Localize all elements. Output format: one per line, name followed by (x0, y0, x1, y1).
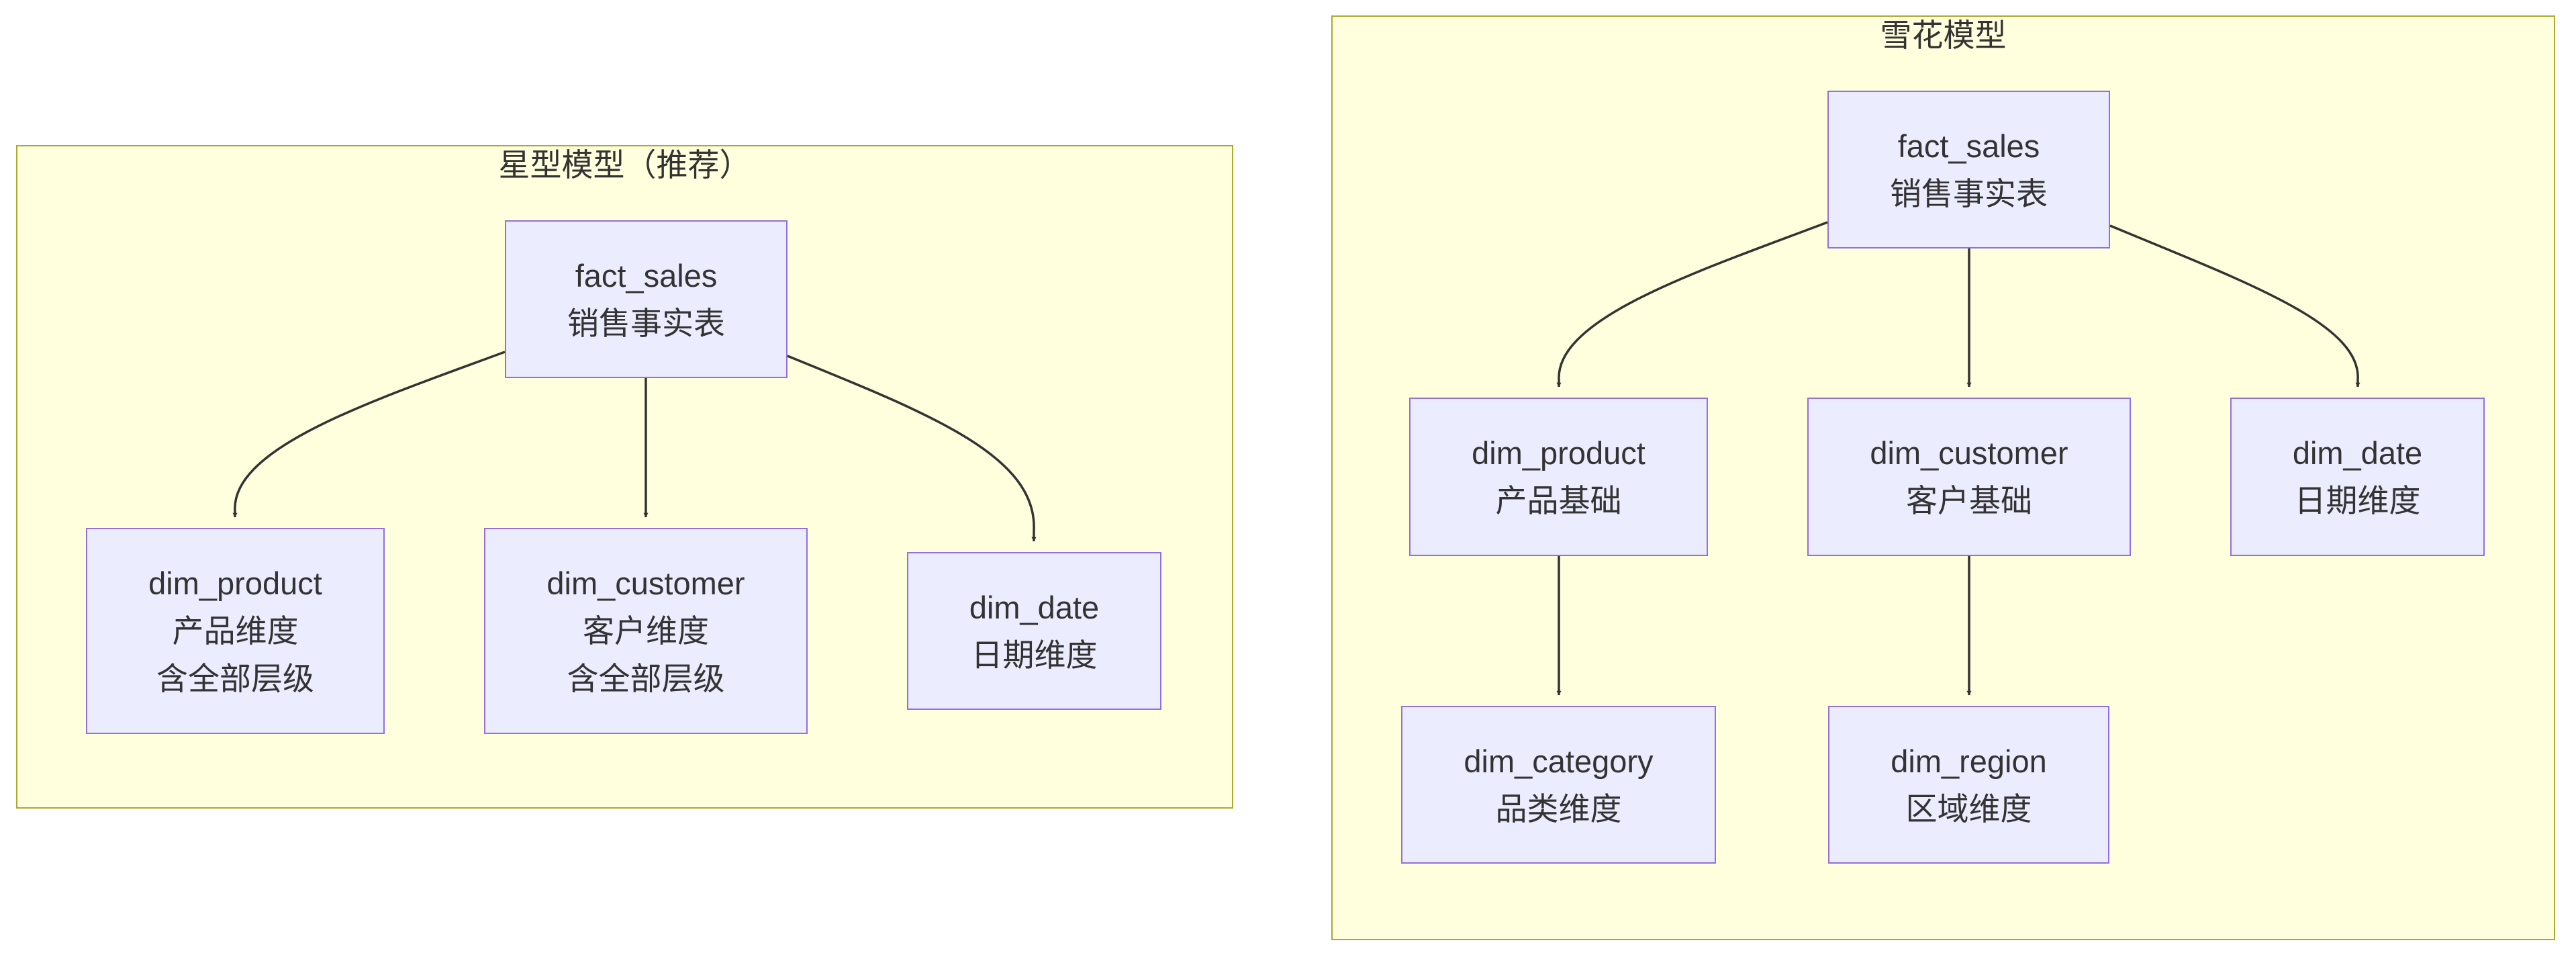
node-label-line: dim_product (148, 565, 322, 601)
node-label-line: 客户维度 (583, 613, 709, 649)
snowflake-dim-product-node[interactable]: dim_product 产品基础 (1409, 398, 1708, 556)
node-label-line: 产品基础 (1495, 483, 1622, 518)
node-label-line: 含全部层级 (567, 661, 725, 696)
node-label-line: 含全部层级 (156, 661, 314, 696)
node-label-line: fact_sales (575, 257, 718, 293)
node-label-line: dim_customer (546, 565, 745, 601)
node-label-line: 产品维度 (172, 613, 299, 649)
node-label-line: 日期维度 (2294, 483, 2421, 518)
node-label-line: fact_sales (1897, 128, 2040, 164)
node-label-line: 客户基础 (1906, 483, 2032, 518)
node-label-line: 销售事实表 (1890, 175, 2048, 212)
snowflake-dim-date-node[interactable]: dim_date 日期维度 (2230, 398, 2485, 556)
snowflake-dim-region-node[interactable]: dim_region 区域维度 (1828, 706, 2109, 864)
node-label-line: dim_date (2292, 435, 2423, 471)
node-label-line: dim_product (1472, 435, 1645, 471)
snowflake-dim-customer-node[interactable]: dim_customer 客户基础 (1807, 398, 2131, 556)
node-label-line: 区域维度 (1905, 790, 2032, 827)
node-label-line: dim_region (1891, 743, 2047, 779)
node-label-line: 销售事实表 (567, 305, 725, 341)
snowflake-fact-sales-node[interactable]: fact_sales 销售事实表 (1827, 91, 2110, 248)
snowflake-dim-category-node[interactable]: dim_category 品类维度 (1401, 706, 1716, 864)
star-dim-customer-node[interactable]: dim_customer 客户维度 含全部层级 (484, 528, 808, 734)
snowflake-schema-title: 雪花模型 (1880, 17, 2007, 53)
node-label-line: 品类维度 (1495, 790, 1622, 827)
star-dim-date-node[interactable]: dim_date 日期维度 (907, 552, 1161, 710)
node-label-line: 日期维度 (971, 637, 1098, 673)
star-dim-product-node[interactable]: dim_product 产品维度 含全部层级 (86, 528, 385, 734)
node-label-line: dim_customer (1870, 435, 2068, 471)
star-fact-sales-node[interactable]: fact_sales 销售事实表 (505, 220, 788, 378)
node-label-line: dim_date (969, 589, 1100, 625)
node-label-line: dim_category (1464, 743, 1654, 779)
star-schema-title: 星型模型（推荐） (498, 147, 751, 183)
